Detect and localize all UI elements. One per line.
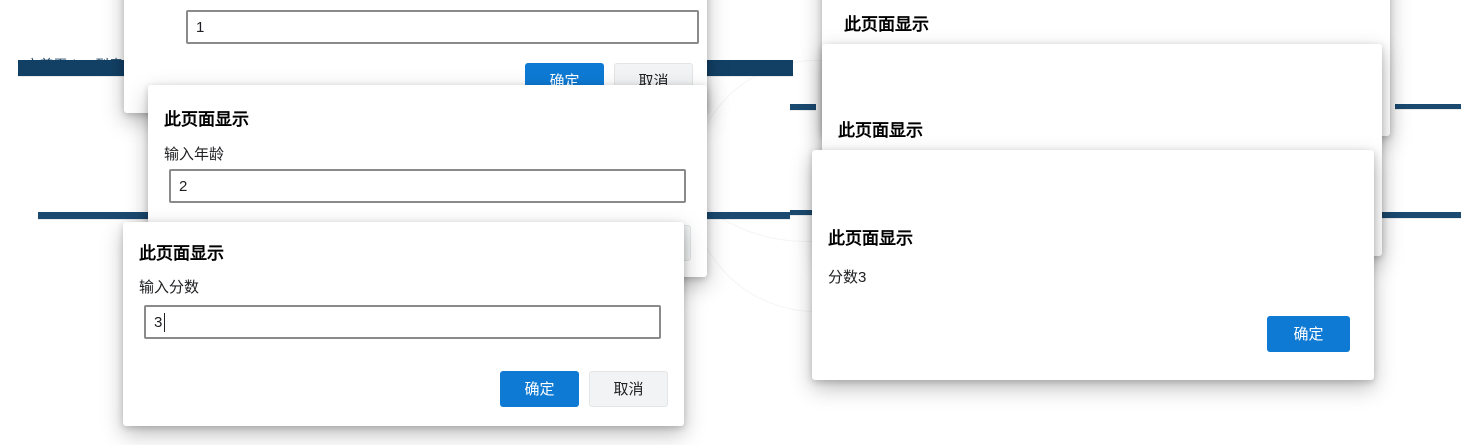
dialog-message: 输入年龄 <box>164 146 225 163</box>
prompt-input-score[interactable] <box>144 305 661 339</box>
dialog-message: 分数3 <box>828 269 867 286</box>
text-caret <box>164 313 165 332</box>
background-nav-bar-right-4 <box>1350 212 1461 218</box>
background-nav-bar-right-1 <box>790 104 816 110</box>
dialog-button-row: 确定 取消 <box>500 371 668 407</box>
prompt-input-name[interactable] <box>186 10 699 44</box>
dialog-input-wrap <box>144 305 661 339</box>
cancel-button[interactable]: 取消 <box>589 371 668 407</box>
prompt-input-age[interactable] <box>169 169 686 203</box>
dialog-input-wrap <box>186 10 699 44</box>
dialog-title: 此页面显示 <box>828 229 913 248</box>
confirm-button[interactable]: 确定 <box>1267 316 1350 352</box>
alert-dialog-score[interactable]: 此页面显示 分数3 确定 <box>812 150 1374 380</box>
dialog-title: 此页面显示 <box>164 110 249 129</box>
dialog-button-row: 确定 <box>1267 316 1350 352</box>
dialog-title: 此页面显示 <box>844 15 929 34</box>
dialog-input-wrap <box>169 169 686 203</box>
dialog-message: 输入分数 <box>139 279 200 296</box>
prompt-dialog-score[interactable]: 此页面显示 输入分数 确定 取消 <box>123 222 684 426</box>
confirm-button[interactable]: 确定 <box>500 371 579 407</box>
dialog-title: 此页面显示 <box>139 244 224 263</box>
dialog-title: 此页面显示 <box>838 121 923 140</box>
background-nav-bar-right-2 <box>1395 104 1461 109</box>
